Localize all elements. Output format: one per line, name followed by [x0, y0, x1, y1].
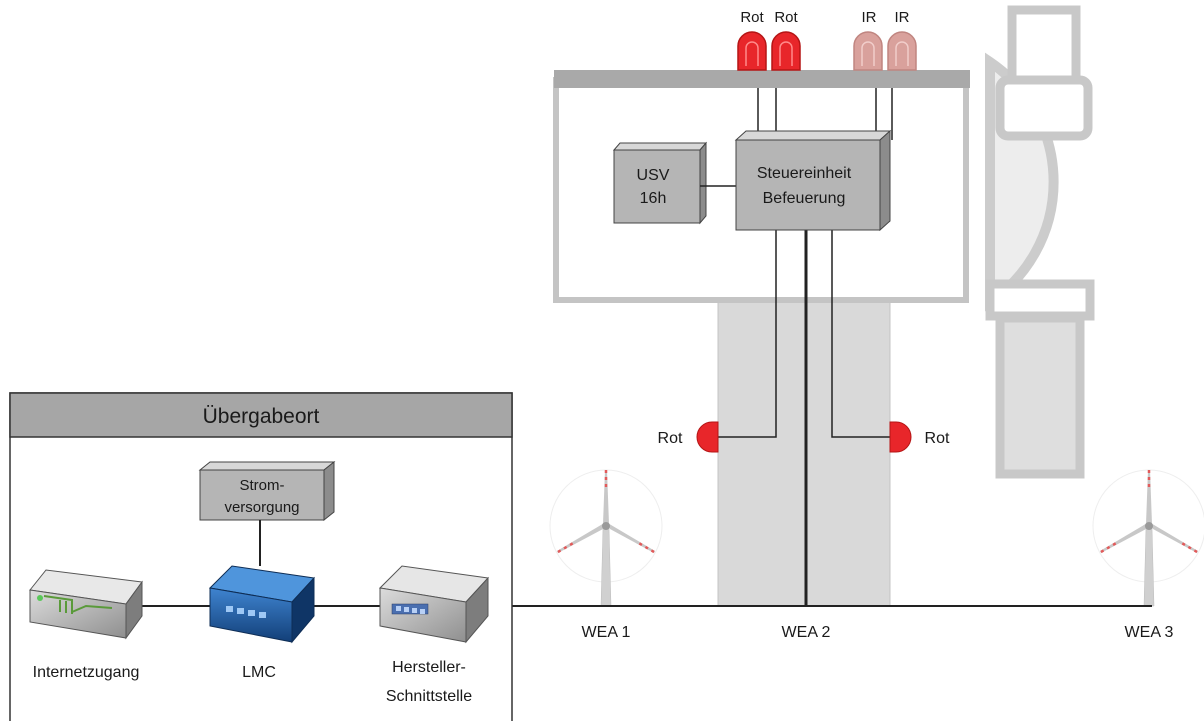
turbine-label-2: WEA 2: [782, 624, 831, 641]
turbine-label-3: WEA 3: [1125, 624, 1174, 641]
control-unit-label-2: Befeuerung: [763, 190, 846, 207]
top-light-label-4: IR: [895, 9, 910, 26]
lmc-label: LMC: [242, 664, 276, 681]
ups-box: [612, 141, 708, 225]
tower-cables: [716, 230, 892, 606]
control-unit-box: [734, 129, 892, 232]
rotor-blade-top: [995, 5, 1093, 141]
router-icon: [29, 569, 143, 640]
manufacturer-interface-label-1: Hersteller-: [392, 659, 466, 676]
manufacturer-interface-icon: [378, 565, 490, 644]
ups-label-2: 16h: [640, 190, 667, 207]
handover-panel-title: Übergabeort: [203, 405, 320, 428]
power-supply-box: [198, 460, 336, 522]
lmc-device-icon: [208, 565, 316, 644]
handover-panel-header: [9, 392, 513, 438]
top-light-label-2: Rot: [774, 9, 798, 26]
top-light-ir-2: [887, 31, 917, 71]
ups-label-1: USV: [637, 167, 670, 184]
top-light-red-1: [737, 31, 767, 71]
control-unit-label-1: Steuereinheit: [757, 165, 852, 182]
wind-turbine-icon-3: [1092, 469, 1204, 607]
tower-light-right-label: Rot: [925, 430, 950, 447]
top-light-label-3: IR: [862, 9, 877, 26]
turbine-tower: [717, 299, 891, 607]
power-supply-label-2: versorgung: [224, 499, 299, 516]
power-supply-label-1: Strom-: [240, 477, 285, 494]
top-light-ir-1: [853, 31, 883, 71]
manufacturer-interface-label-2: Schnittstelle: [386, 688, 472, 705]
top-light-label-1: Rot: [740, 9, 764, 26]
rotor-blade-bottom: [985, 279, 1095, 479]
tower-light-right: [889, 421, 912, 453]
tower-light-left-label: Rot: [658, 430, 683, 447]
nacelle-roof: [554, 70, 970, 88]
top-light-red-2: [771, 31, 801, 71]
turbine-label-1: WEA 1: [582, 624, 631, 641]
internet-access-label: Internetzugang: [33, 664, 140, 681]
tower-light-left: [696, 421, 719, 453]
wind-turbine-icon-1: [549, 469, 663, 607]
